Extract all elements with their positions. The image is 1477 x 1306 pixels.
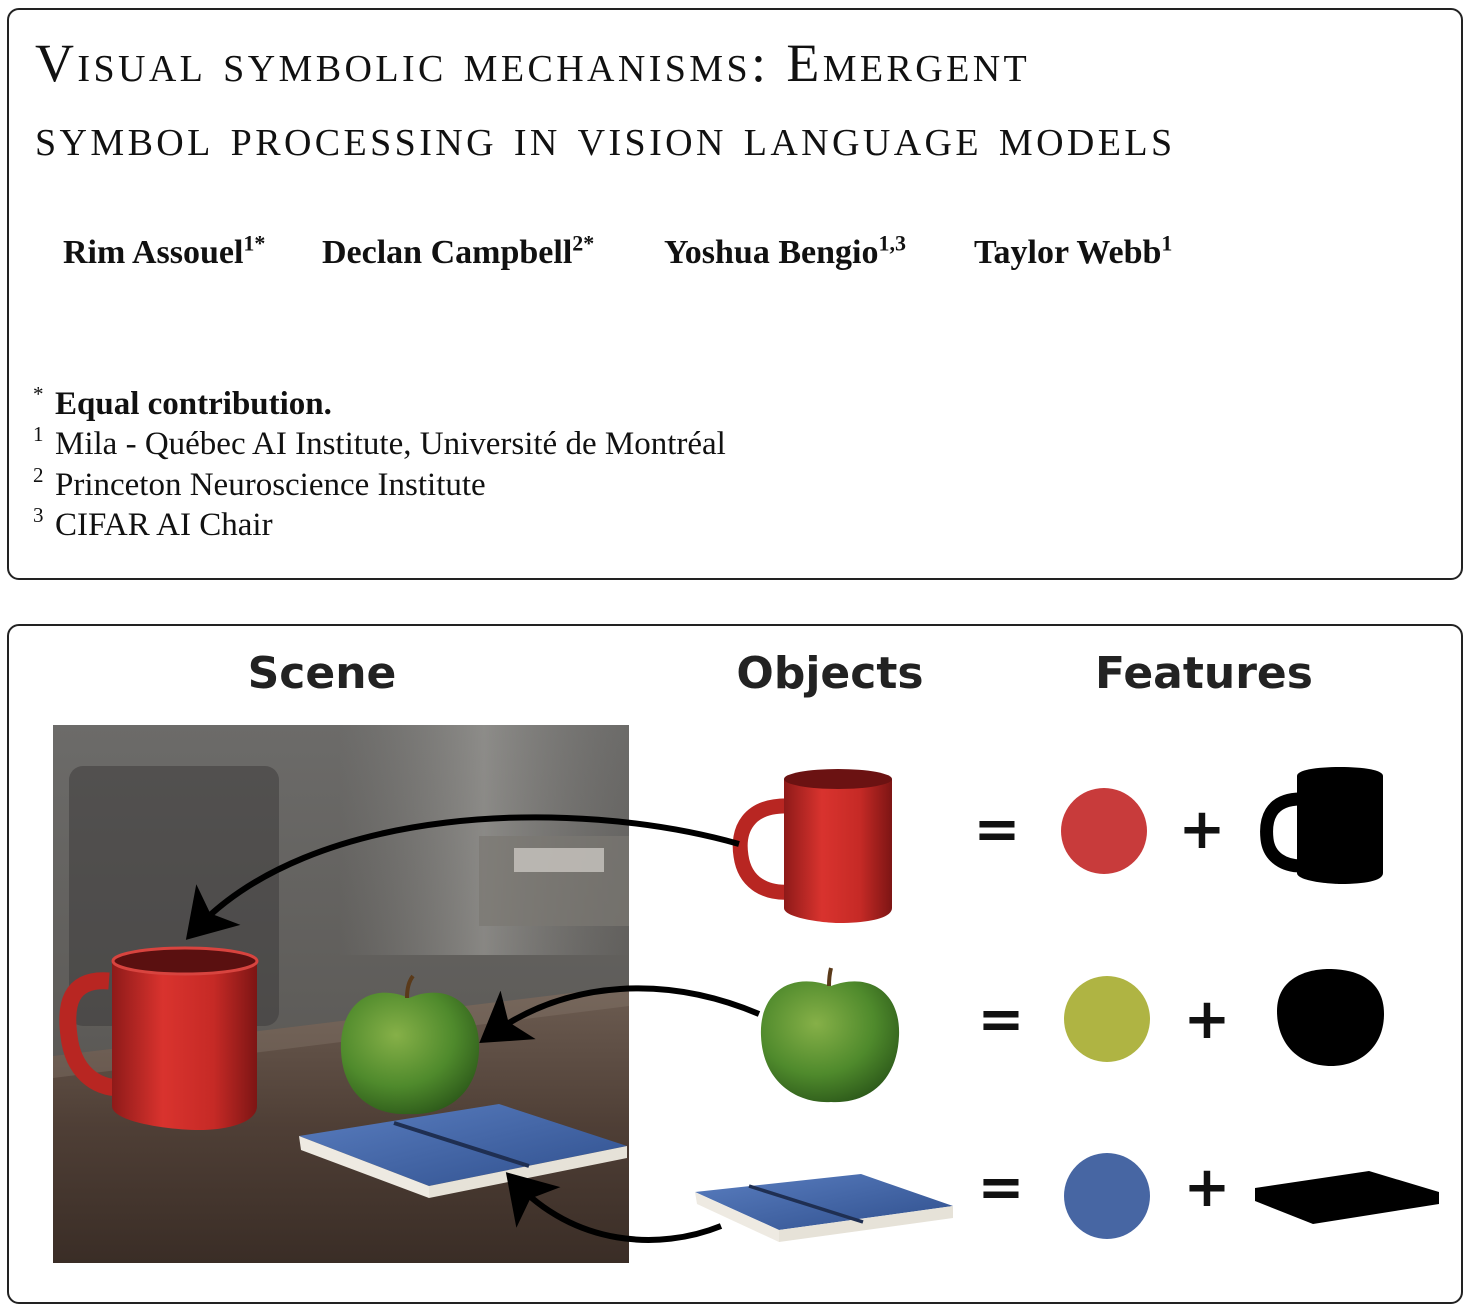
title-panel: Visual symbolic mechanisms: Emergent sym… [7,8,1463,580]
object-mug [732,769,892,923]
author-taylor-webb: Taylor Webb1 [974,230,1173,272]
arrow-mug [185,814,740,940]
note-text: CIFAR AI Chair [55,507,273,543]
figure-panel: Scene Objects Features [7,624,1463,1304]
author-affiliation: 1,3 [878,230,906,256]
mug-silhouette-icon [1260,767,1383,884]
note-affiliation-1: 1 Mila - Québec AI Institute, Université … [33,424,726,462]
scene-book [299,1104,627,1198]
apple-silhouette-icon [1277,969,1384,1066]
note-mark: * [33,382,44,406]
paper-title-line-1: Visual symbolic mechanisms: Emergent [35,33,1031,93]
note-equal-contribution: * Equal contribution. [33,384,332,422]
book-silhouette-icon [1255,1171,1439,1224]
header-features: Features [1095,648,1313,699]
plus-sign: + [1184,987,1231,1052]
note-mark: 3 [33,503,44,527]
header-scene: Scene [247,648,397,699]
equals-sign: = [974,797,1021,862]
note-text: Equal contribution. [55,386,332,422]
note-affiliation-2: 2 Princeton Neuroscience Institute [33,465,486,503]
note-affiliation-3: 3 CIFAR AI Chair [33,505,273,543]
scene-apple [340,974,480,1115]
author-affiliation: 1 [1161,230,1173,256]
note-text: Mila - Québec AI Institute, Université d… [55,426,726,462]
object-apple [760,967,900,1103]
author-declan-campbell: Declan Campbell2* [322,230,595,272]
scene-mug [59,946,259,1130]
note-mark: 1 [33,422,44,446]
header-objects: Objects [736,648,924,699]
color-swatch-blue [1064,1153,1150,1239]
author-affiliation: 1* [243,230,266,256]
color-swatch-red [1061,788,1147,874]
paper-title-line-2: symbol processing in vision language mod… [35,107,1176,167]
arrow-book [505,1172,723,1243]
arrow-apple [479,985,761,1044]
author-name: Rim Assouel [63,234,244,271]
equals-sign: = [978,987,1025,1052]
author-rim-assouel: Rim Assouel1* [63,230,266,272]
author-yoshua-bengio: Yoshua Bengio1,3 [664,230,906,272]
figure-graphic: = + = + = + [53,725,1439,1263]
author-name: Declan Campbell [322,234,573,271]
note-text: Princeton Neuroscience Institute [55,467,486,503]
object-book [695,1174,953,1242]
author-name: Yoshua Bengio [664,234,879,271]
note-mark: 2 [33,463,44,487]
author-affiliation: 2* [572,230,595,256]
color-swatch-olive [1064,976,1150,1062]
equals-sign: = [978,1155,1025,1220]
author-name: Taylor Webb [974,234,1162,271]
plus-sign: + [1179,797,1226,862]
plus-sign: + [1184,1155,1231,1220]
